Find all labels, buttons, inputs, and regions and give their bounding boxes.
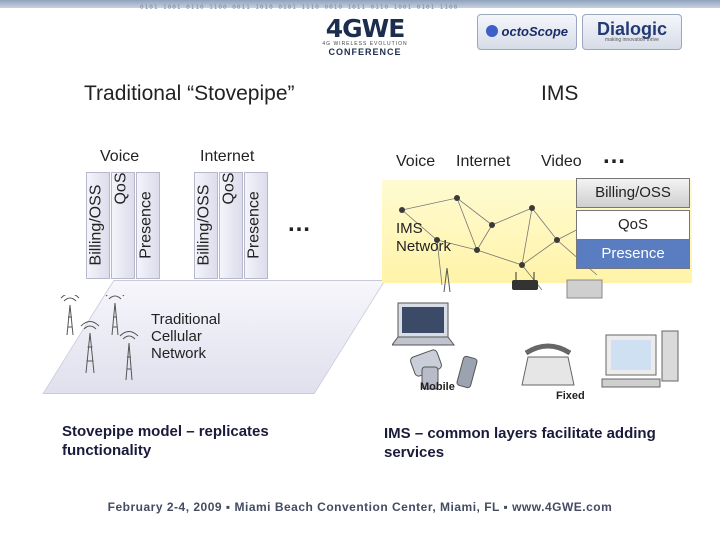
services-ellipsis: … [602, 142, 626, 169]
desk-phone-icon [521, 343, 575, 386]
stack-voice-label: Voice [100, 148, 140, 165]
network-node [474, 247, 480, 253]
network-node [529, 205, 535, 211]
sponsor-dialogic-text: Dialogic [596, 19, 667, 39]
cell-tower-icon [60, 295, 80, 336]
network-node [454, 195, 460, 201]
layer-billing-oss: Billing/OSS [576, 178, 690, 208]
tower-presence-internet [244, 172, 268, 279]
tower-qos-internet [219, 172, 243, 279]
network-node [434, 237, 440, 243]
conference-logo-text: 4GWE [325, 14, 406, 43]
sponsor-octoscope-text: octoScope [501, 24, 568, 39]
antenna-icon [443, 267, 451, 293]
cell-tower-icon [80, 321, 100, 374]
desktop-computer-icon [601, 330, 679, 388]
layer-presence: Presence [576, 239, 690, 269]
tower-label: Presence [137, 191, 155, 259]
network-label-line: Cellular [151, 328, 202, 345]
sponsor-octoscope-logo: octoScope [477, 14, 577, 50]
router-icon [512, 272, 538, 290]
sponsor-dialogic-tagline: making innovation thrive [605, 37, 659, 43]
tower-label: QoS [220, 172, 238, 205]
tower-presence-voice [136, 172, 160, 279]
header-band [0, 0, 720, 8]
service-label-internet: Internet [456, 153, 511, 170]
conference-logo-subtitle: 4G WIRELESS EVOLUTION [322, 41, 408, 47]
network-node [519, 262, 525, 268]
service-label-video: Video [541, 153, 582, 170]
cell-tower-group [60, 295, 139, 381]
cell-tower-icon [105, 295, 125, 336]
footer-text: February 2-4, 2009 ▪ Miami Beach Convent… [107, 500, 613, 514]
sponsor-dialogic-logo: Dialogic making innovation thrive [582, 14, 682, 50]
cellular-network-label: Traditional Cellular Network [151, 311, 220, 362]
tower-label: Billing/OSS [87, 184, 105, 266]
cell-tower-icon [119, 331, 139, 381]
network-node [489, 222, 495, 228]
layer-qos: QoS [576, 210, 690, 240]
tower-qos-voice [111, 172, 135, 279]
network-label-line: IMS [396, 220, 423, 237]
octoscope-icon [486, 25, 498, 37]
right-title: IMS [541, 82, 579, 105]
network-node [399, 207, 405, 213]
tower-billing-internet [194, 172, 218, 279]
stovepipe-ellipsis: … [287, 210, 311, 237]
service-label-voice: Voice [396, 153, 436, 170]
network-label-line: Network [396, 238, 452, 255]
tower-label: Billing/OSS [195, 184, 213, 266]
mobile-label: Mobile [420, 381, 455, 393]
conference-logo: 4GWE 4G WIRELESS EVOLUTION CONFERENCE [300, 14, 430, 58]
tower-billing-voice [86, 172, 110, 279]
network-label-line: Network [151, 345, 207, 362]
laptop-icon [392, 302, 455, 346]
left-title: Traditional “Stovepipe” [84, 82, 295, 105]
flip-phone-icon [410, 349, 442, 390]
tower-label: QoS [112, 172, 130, 205]
network-label-line: Traditional [151, 311, 221, 328]
fixed-label: Fixed [556, 390, 585, 402]
tower-label: Presence [245, 191, 263, 259]
device-group [392, 302, 679, 390]
header-decoration: 0101 1001 0110 1100 0011 1010 0101 1110 … [140, 4, 459, 11]
stovepipe-caption: Stovepipe model – replicates functionali… [62, 423, 269, 459]
conference-logo-word: CONFERENCE [328, 47, 402, 57]
gateway-box-icon [566, 279, 603, 299]
mobile-phone-icon [456, 355, 478, 389]
ims-caption: IMS – common layers facilitate adding se… [384, 425, 656, 461]
stack-internet-label: Internet [200, 148, 255, 165]
ims-network-label: IMS Network [396, 220, 451, 256]
network-node [554, 237, 560, 243]
